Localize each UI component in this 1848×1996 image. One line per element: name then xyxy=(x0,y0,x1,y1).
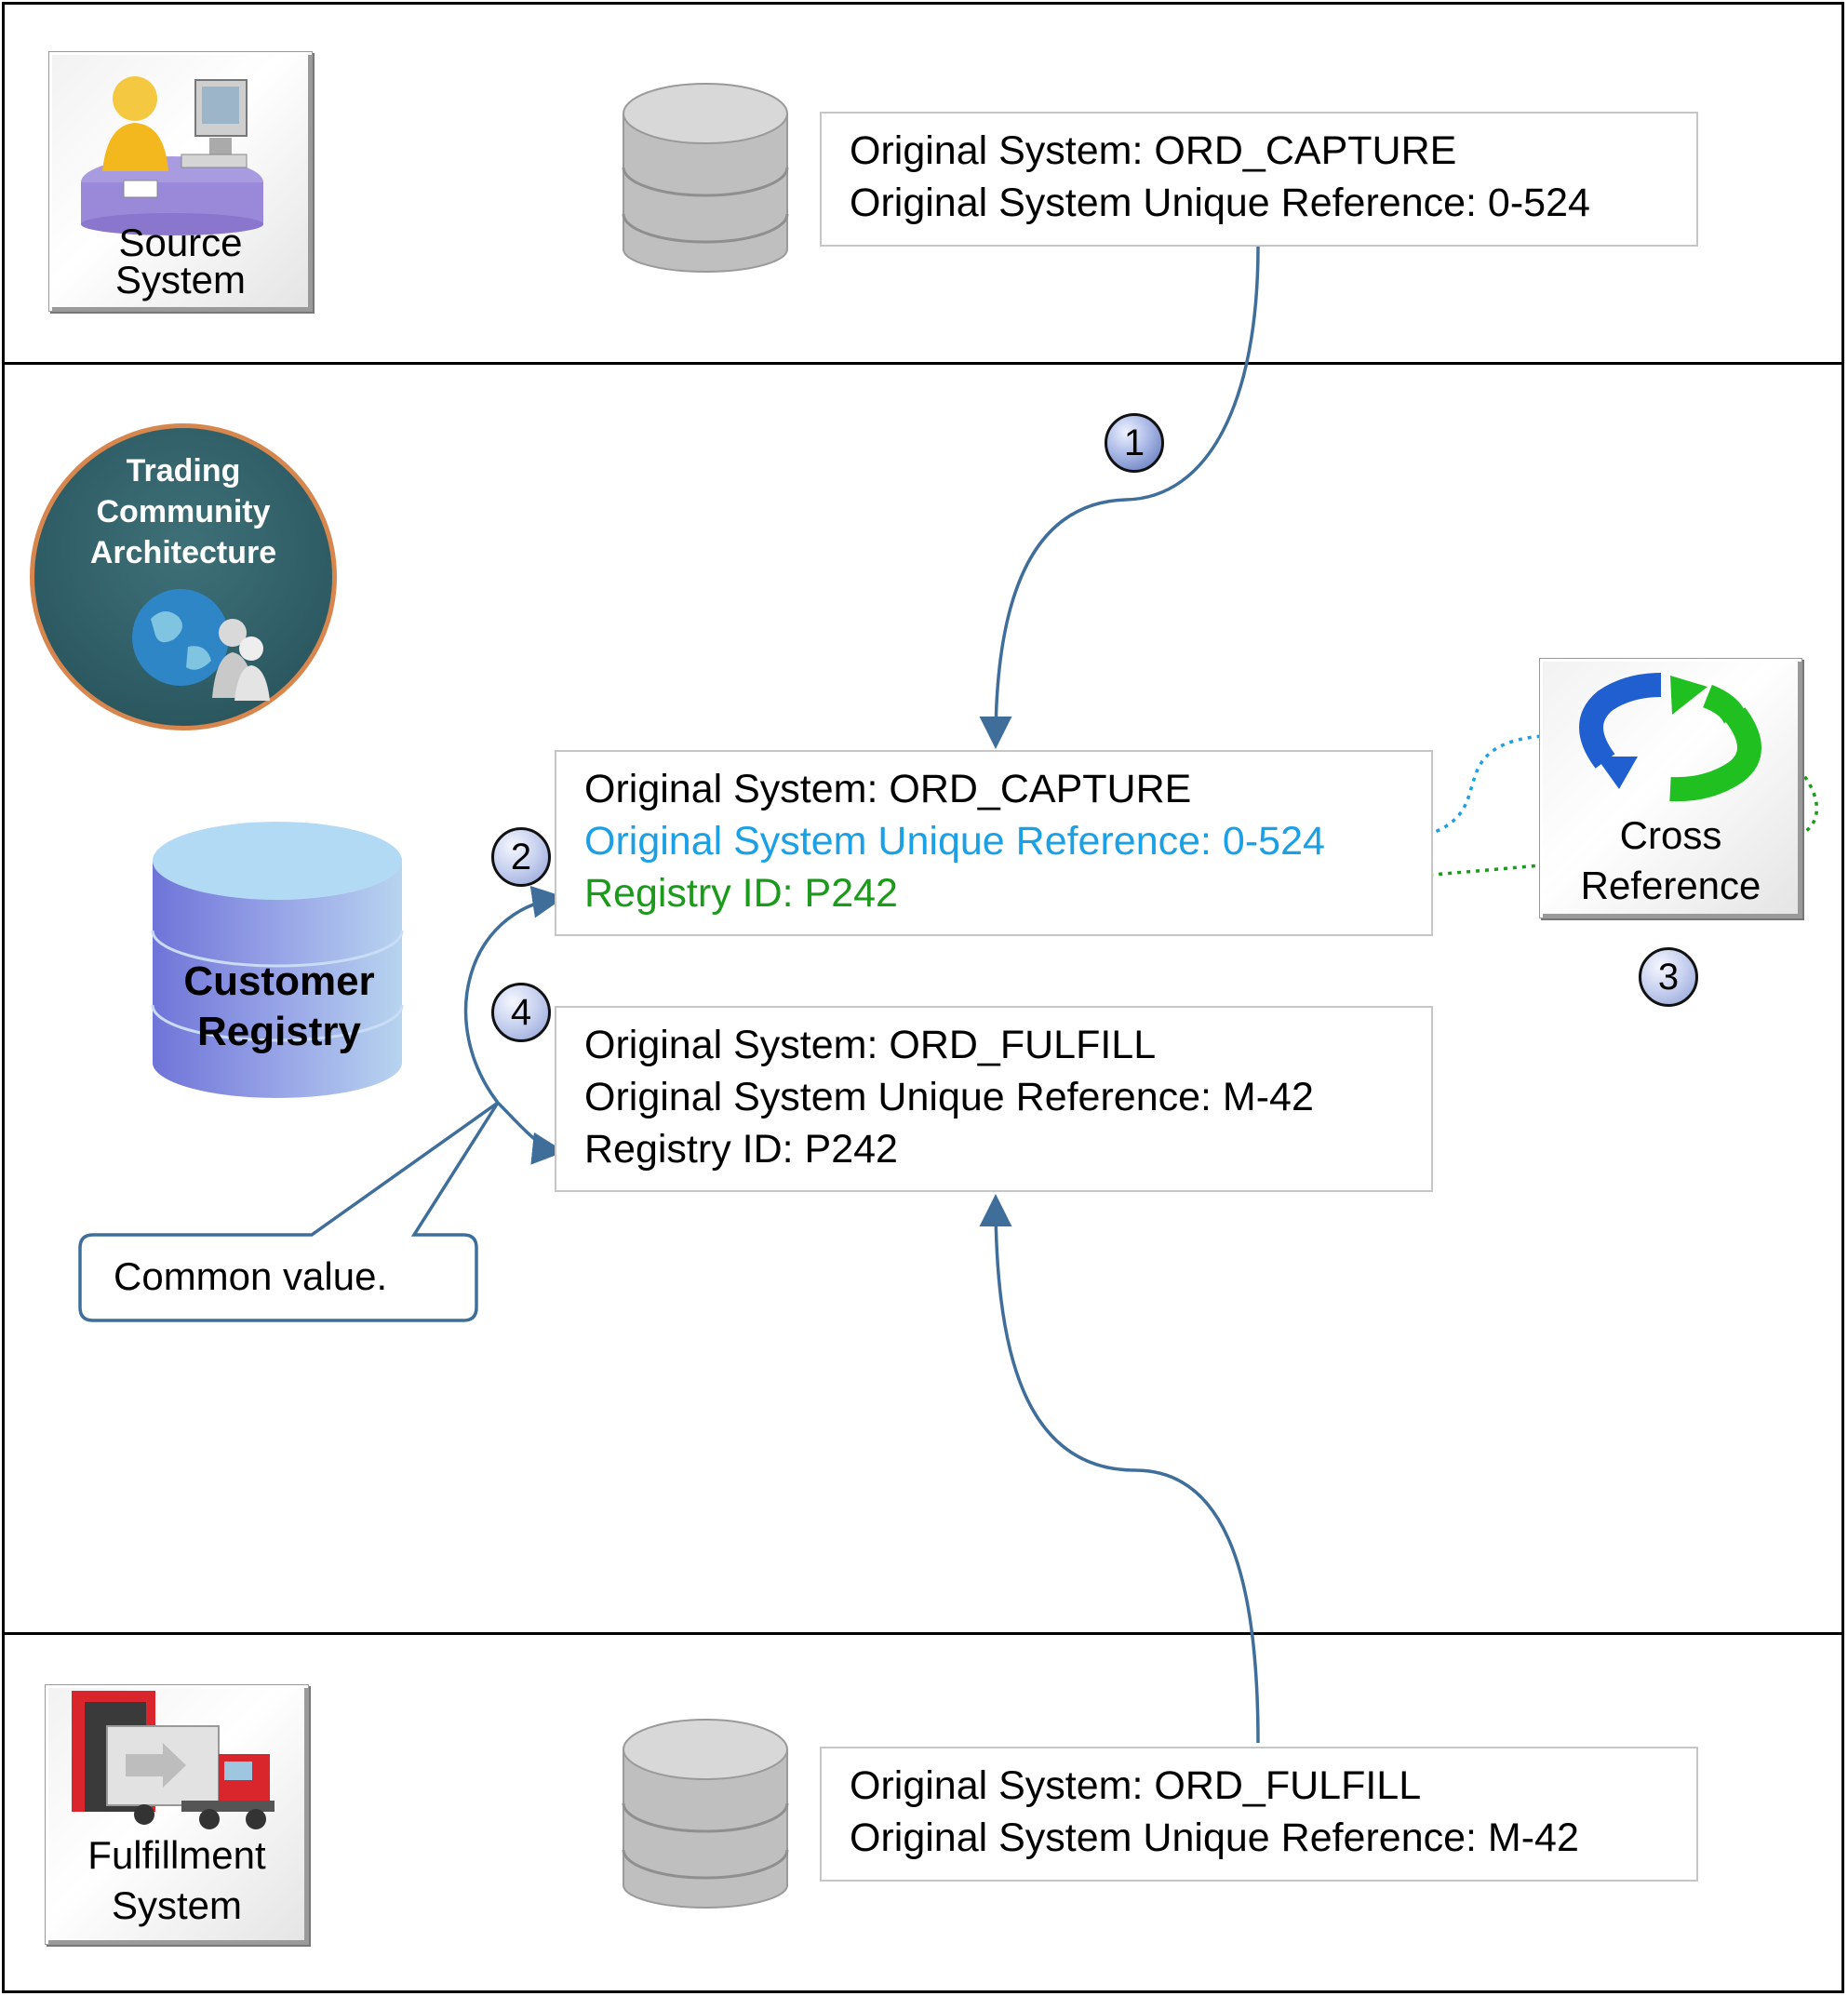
registry-fulfill-registry-id: Registry ID: P242 xyxy=(584,1127,898,1172)
source-record-original-system: Original System: ORD_CAPTURE xyxy=(850,128,1457,173)
fulfillment-record-original-system: Original System: ORD_FULFILL xyxy=(850,1763,1422,1808)
tca-label-line1: Trading xyxy=(126,453,241,489)
step-4-badge: 4 xyxy=(491,983,551,1042)
fulfillment-database-icon xyxy=(622,1719,789,1909)
fulfillment-system-tile: Fulfillment System xyxy=(45,1684,309,1945)
common-value-arrow-lower xyxy=(496,1101,565,1165)
fulfillment-truck-icon xyxy=(72,1691,275,1829)
customer-registry-label-line1: Customer xyxy=(183,958,375,1004)
cross-reference-label-line1: Cross xyxy=(1619,813,1722,857)
source-record-box: Original System: ORD_CAPTURE Original Sy… xyxy=(820,112,1698,247)
callout-bubble xyxy=(78,1101,500,1322)
source-system-user-icon xyxy=(81,76,263,235)
flow-arrow-source-to-registry xyxy=(979,246,1260,749)
customer-registry-database-icon xyxy=(151,822,404,1098)
source-record-unique-reference: Original System Unique Reference: 0-524 xyxy=(850,181,1590,225)
tca-label-line3: Architecture xyxy=(89,535,277,570)
common-value-arrow-upper xyxy=(463,885,565,1105)
source-system-label-line1: Source xyxy=(118,221,243,264)
step-2-badge: 2 xyxy=(491,827,551,887)
customer-registry-label-line2: Registry xyxy=(196,1009,362,1054)
fulfillment-record-unique-reference: Original System Unique Reference: M-42 xyxy=(850,1815,1579,1860)
fulfillment-system-label-line2: System xyxy=(111,1883,243,1927)
callout-common-value: Common value. xyxy=(114,1254,388,1298)
tca-badge: Trading Community Architecture xyxy=(30,423,337,730)
step-3-badge: 3 xyxy=(1639,947,1698,1007)
source-system-label-line2: System xyxy=(114,258,247,301)
step-1-badge: 1 xyxy=(1105,413,1164,473)
source-system-tile: Source System xyxy=(48,51,313,312)
registry-capture-registry-id: Registry ID: P242 xyxy=(584,871,898,916)
cross-reference-tile: Cross Reference xyxy=(1539,658,1802,918)
registry-capture-original-system: Original System: ORD_CAPTURE xyxy=(584,767,1192,811)
source-database-icon xyxy=(622,83,789,273)
flow-arrow-fulfillment-to-registry xyxy=(979,1194,1260,1744)
registry-fulfill-unique-reference: Original System Unique Reference: M-42 xyxy=(584,1075,1314,1119)
cross-reference-label-line2: Reference xyxy=(1580,864,1761,907)
cross-reference-cycle-icon xyxy=(1579,673,1761,802)
registry-record-capture-box: Original System: ORD_CAPTURE Original Sy… xyxy=(555,750,1433,936)
fulfillment-system-label-line1: Fulfillment xyxy=(87,1833,266,1877)
registry-fulfill-original-system: Original System: ORD_FULFILL xyxy=(584,1023,1157,1067)
registry-record-fulfill-box: Original System: ORD_FULFILL Original Sy… xyxy=(555,1006,1433,1192)
customer-registry-label: Customer Registry xyxy=(149,957,409,1057)
tca-label-line2: Community xyxy=(96,494,271,529)
fulfillment-record-box: Original System: ORD_FULFILL Original Sy… xyxy=(820,1747,1698,1882)
globe-people-icon xyxy=(132,589,270,701)
registry-capture-unique-reference: Original System Unique Reference: 0-524 xyxy=(584,819,1325,864)
